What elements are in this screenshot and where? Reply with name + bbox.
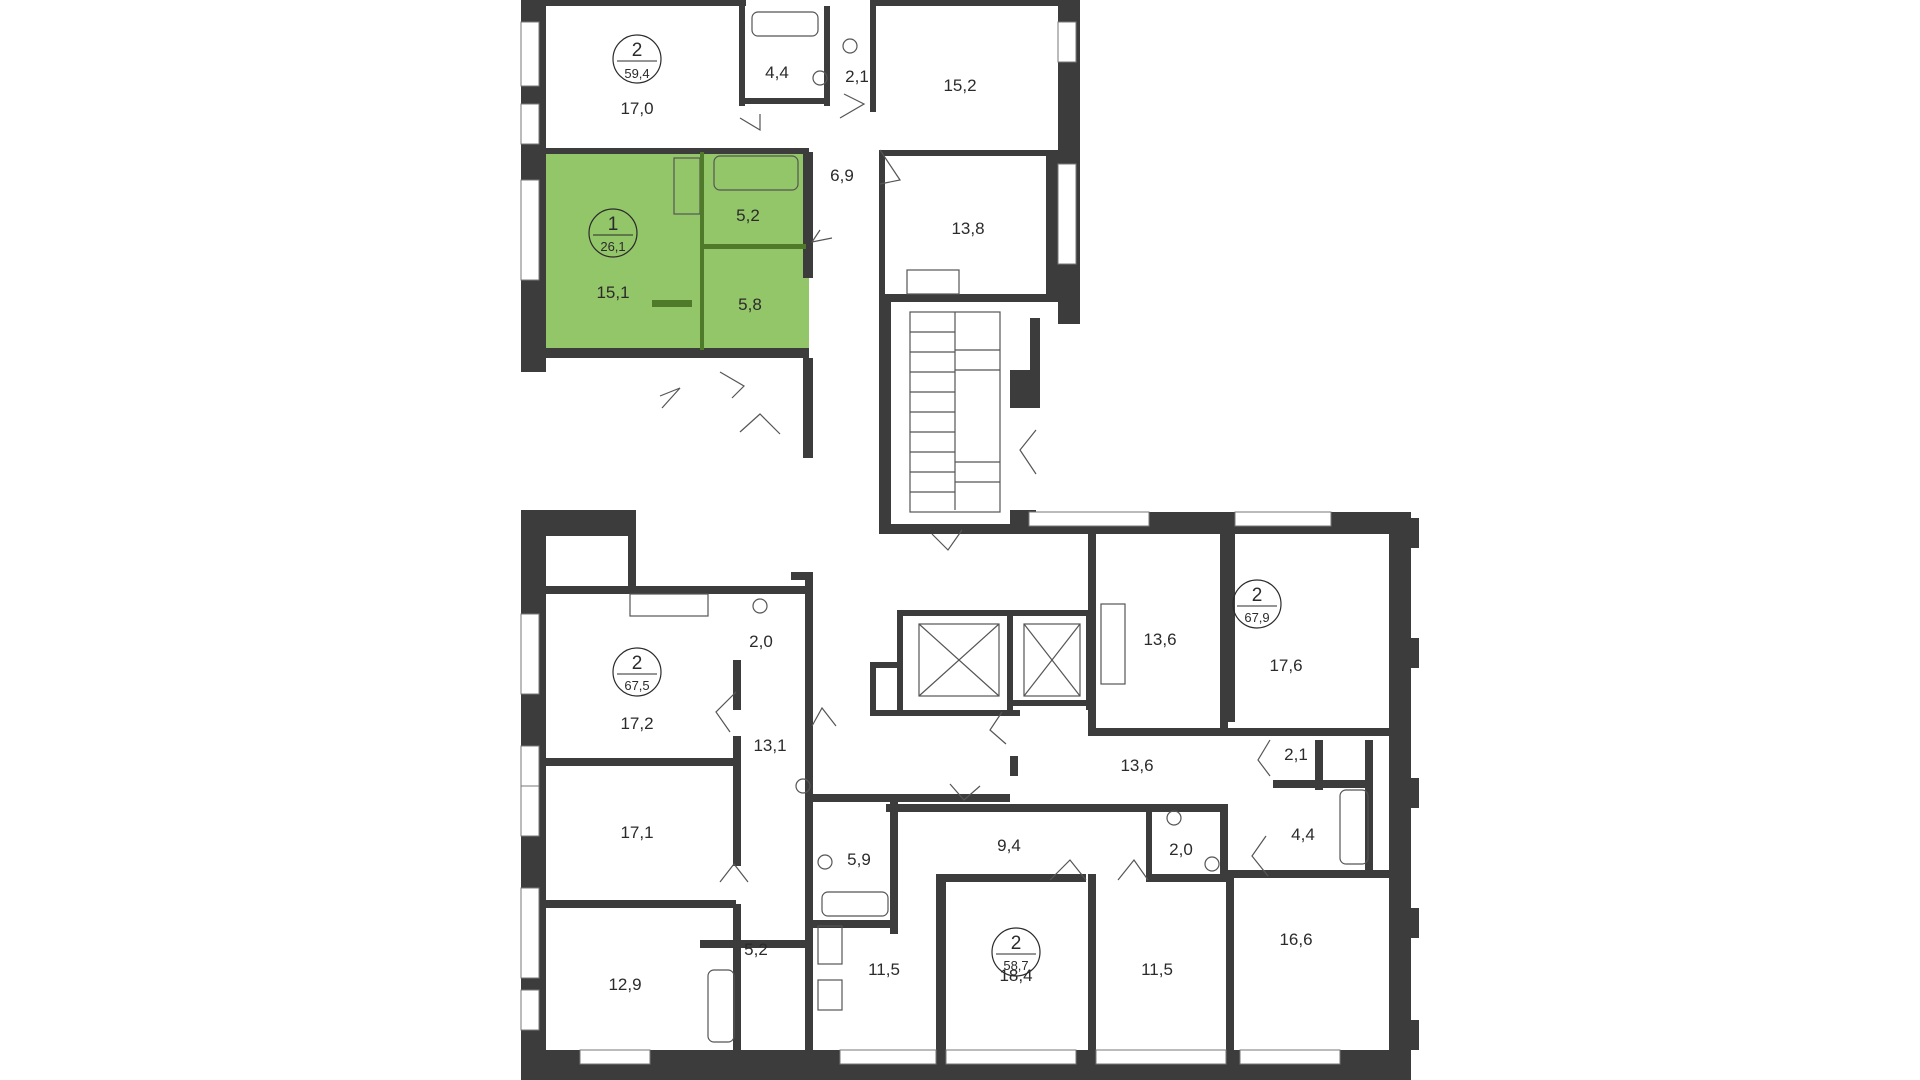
room-area: 15,1 [596, 283, 629, 302]
room-area: 11,5 [868, 960, 900, 979]
room-area: 2,0 [749, 632, 773, 651]
room-area: 5,2 [736, 206, 760, 225]
apartment-rooms: 1 [608, 214, 619, 235]
room-area: 4,4 [765, 63, 789, 82]
room-area: 5,9 [847, 850, 871, 869]
apartment-area: 67,9 [1244, 610, 1269, 625]
room-area: 4,4 [1291, 825, 1315, 844]
room-area: 13,6 [1120, 756, 1153, 775]
room-area: 13,8 [951, 219, 984, 238]
doors [659, 93, 1271, 883]
room-area: 13,6 [1143, 630, 1176, 649]
apartment-badge: 2 59,4 [612, 34, 662, 84]
apartment-1-walls [652, 152, 806, 350]
room-area: 11,5 [1141, 960, 1173, 979]
room-area: 17,2 [620, 714, 653, 733]
room-area: 18,4 [999, 966, 1032, 985]
apartment-badge: 2 58,7 [991, 927, 1041, 977]
room-area-labels: 17,0 4,4 2,1 15,2 6,9 13,8 5,2 15,1 5,8 … [596, 63, 1314, 994]
room-area: 2,1 [845, 67, 869, 86]
room-area: 17,6 [1269, 656, 1302, 675]
room-area: 15,2 [943, 76, 976, 95]
apartment-badge: 1 26,1 [588, 208, 638, 258]
apartment-rooms: 2 [1252, 585, 1263, 606]
windows [520, 21, 1341, 1065]
apartment-area: 67,5 [624, 678, 649, 693]
apartment-rooms: 2 [1011, 933, 1022, 954]
apartment-rooms: 2 [632, 653, 643, 674]
room-area: 17,1 [620, 823, 653, 842]
fixtures [629, 11, 1369, 1043]
apartment-badge: 2 67,5 [612, 647, 662, 697]
room-area: 13,1 [753, 736, 786, 755]
outer-walls [521, 0, 1419, 1080]
elevators [918, 623, 1081, 697]
staircase [909, 311, 1001, 513]
room-area: 16,6 [1279, 930, 1312, 949]
apartment-badge: 2 67,9 [1232, 579, 1282, 629]
room-area: 17,0 [620, 99, 653, 118]
room-area: 9,4 [997, 836, 1021, 855]
room-area: 5,2 [744, 940, 768, 959]
apartment-area: 59,4 [624, 66, 649, 81]
apartment-area: 26,1 [600, 239, 625, 254]
apartment-1-highlight[interactable] [546, 152, 809, 350]
room-area: 12,9 [608, 975, 641, 994]
apartment-rooms: 2 [632, 40, 643, 61]
room-area: 2,0 [1169, 840, 1193, 859]
room-area: 6,9 [830, 166, 854, 185]
room-area: 2,1 [1284, 745, 1308, 764]
room-area: 5,8 [738, 295, 762, 314]
apartment-area: 58,7 [1003, 958, 1028, 973]
